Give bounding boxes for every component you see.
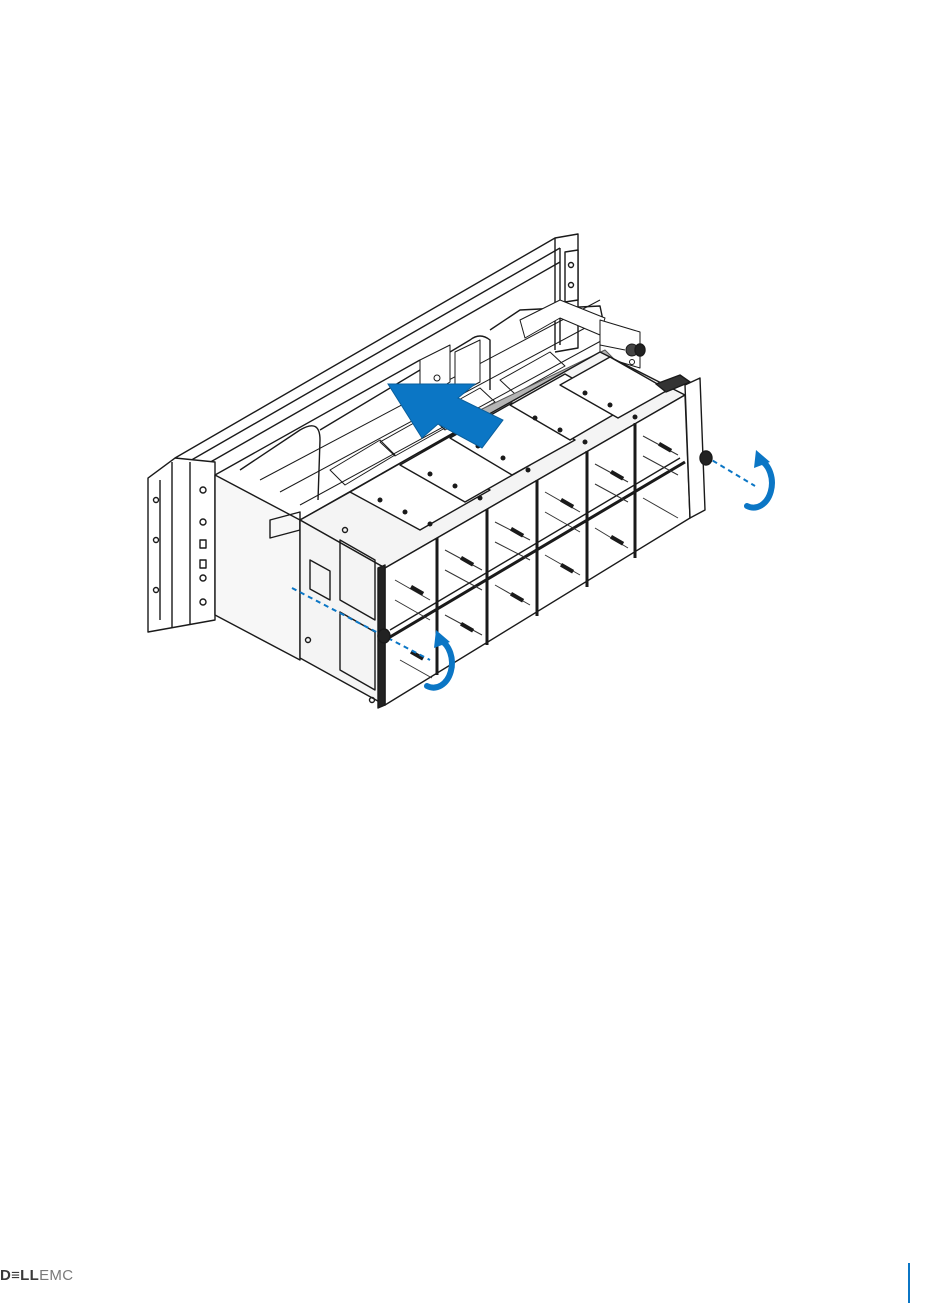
brand-dell-text: D≡LL	[0, 1267, 39, 1284]
page-marker-rule	[908, 1263, 910, 1303]
brand-emc-text: EMC	[39, 1267, 73, 1284]
brand-logo: D≡LL EMC	[0, 1267, 73, 1287]
rack-ear-left	[148, 458, 215, 632]
